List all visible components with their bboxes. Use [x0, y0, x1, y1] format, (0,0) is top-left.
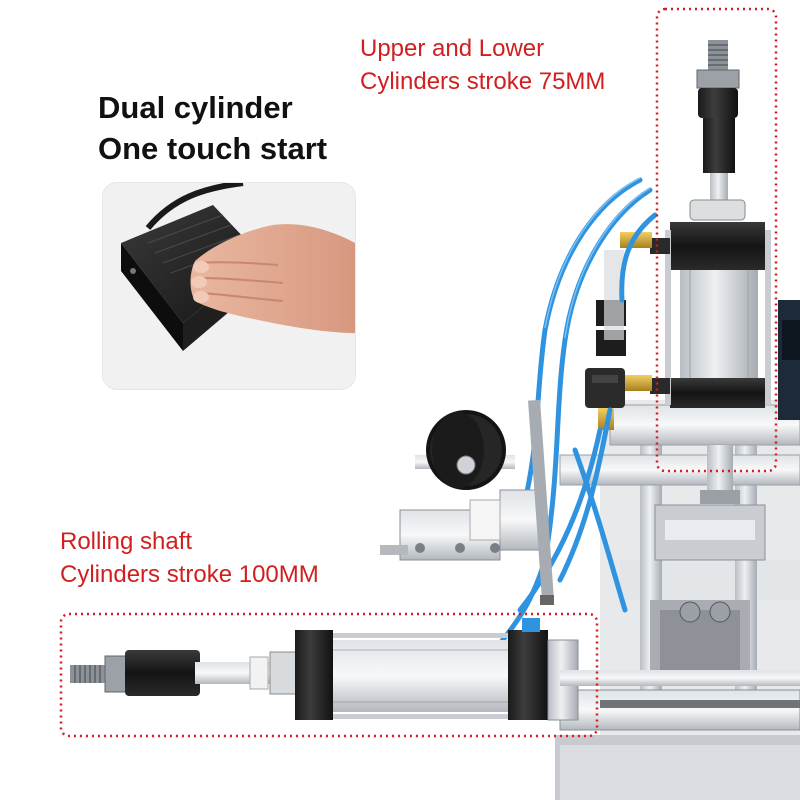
rolling-shaft-cylinder — [70, 618, 800, 721]
blue-hoses-highlight — [544, 177, 651, 339]
callout-box-upper — [655, 7, 778, 473]
upper-callout-line-1: Upper and Lower — [360, 35, 545, 62]
film-roller — [380, 399, 554, 605]
machine-frame — [555, 300, 800, 800]
upper-callout-line-2: Cylinders stroke 75MM — [360, 68, 606, 95]
headline-line-2: One touch start — [98, 131, 328, 166]
valves — [585, 232, 652, 430]
foot-pedal-illustration — [103, 183, 355, 389]
rolling-callout-line-1: Rolling shaft — [60, 528, 193, 555]
rolling-callout-line-2: Cylinders stroke 100MM — [60, 561, 319, 588]
headline-line-1: Dual cylinder — [98, 90, 293, 125]
foot-pedal-photo — [103, 183, 355, 389]
callout-box-rolling — [59, 612, 599, 738]
